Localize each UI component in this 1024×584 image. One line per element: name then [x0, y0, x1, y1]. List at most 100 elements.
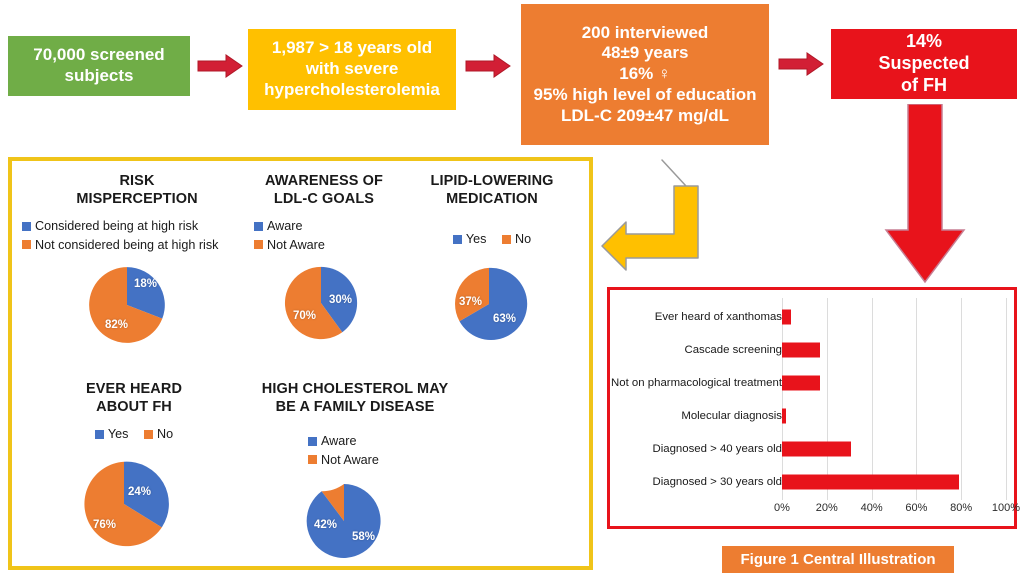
legend-swatch-orange [501, 234, 511, 244]
x-axis-tick-label: 0% [774, 502, 790, 514]
legend-item: Yes [452, 230, 486, 248]
arrow-down-icon [884, 104, 966, 284]
legend-item: Not Aware [254, 236, 404, 254]
pie-legend-awareness-ldlc-goals: Aware Not Aware [244, 217, 404, 254]
gridline [871, 298, 873, 500]
arrow-right-icon-2 [465, 54, 511, 78]
bar-category-label: Molecular diagnosis [681, 410, 782, 422]
pie-card-ever-heard-about-fh: EVER HEARD ABOUT FH Yes No 24% 76% [30, 381, 238, 552]
pie-slice-label: 24% [128, 485, 152, 498]
legend-swatch-blue [452, 234, 462, 244]
pie-svg [89, 267, 165, 343]
legend-item: Not Aware [308, 451, 470, 469]
x-axis-tick-label: 40% [860, 502, 883, 514]
pie-card-lipid-lowering-medication: LIPID-LOWERING MEDICATION Yes No 63% 37% [402, 173, 582, 345]
x-axis-tick-label: 100% [991, 502, 1021, 514]
bar-category-label: Diagnosed > 30 years old [652, 476, 783, 488]
pie-svg [455, 267, 528, 340]
flow-box-severe-line-2: with severe [305, 59, 399, 79]
legend-swatch-blue [254, 221, 263, 231]
flow-box-interviewed: 200 interviewed 48±9 years 16% ♀ 95% hig… [521, 4, 769, 145]
bar-fill [782, 309, 791, 325]
gridline [782, 298, 783, 500]
flow-box-interviewed-line-5: LDL-C 209±47 mg/dL [560, 105, 730, 125]
bar-fill [782, 408, 787, 424]
arrow-right-icon-3 [778, 52, 824, 76]
bar-row: Diagnosed > 30 years old [610, 467, 1014, 497]
pie-slice-label: 37% [459, 295, 483, 308]
flow-box-severe-line-1: 1,987 > 18 years old [271, 38, 433, 58]
pie-card-risk-misperception: RISK MISPERCEPTION Considered being at h… [22, 173, 252, 348]
legend-swatch-orange [22, 239, 31, 249]
pie-svg [306, 483, 381, 558]
flow-box-interviewed-line-3: 16% ♀ [619, 64, 671, 84]
bar-row: Molecular diagnosis [610, 401, 1014, 431]
legend-swatch-blue [308, 436, 317, 446]
flow-box-screened-line-1: 70,000 screened [33, 45, 165, 65]
pie-title-lipid-lowering-medication: LIPID-LOWERING MEDICATION [430, 173, 554, 207]
flow-box-suspected-line-1: 14% [905, 31, 943, 52]
arrow-right-icon-1 [197, 54, 243, 78]
legend-swatch-blue [22, 221, 31, 231]
x-axis-tick-label: 20% [815, 502, 838, 514]
pie-chart-risk-misperception: 18% 82% [84, 262, 170, 348]
pie-title-ever-heard-about-fh: EVER HEARD ABOUT FH [85, 381, 183, 415]
pie-title-risk-misperception: RISK MISPERCEPTION [76, 173, 198, 207]
legend-item: Not considered being at high risk [22, 236, 252, 254]
gridline [916, 298, 918, 500]
pie-legend-ever-heard-about-fh: Yes No [30, 425, 238, 443]
bar-chart-x-axis: 0%20%40%60%80%100% [610, 502, 1020, 516]
gridline [1006, 298, 1007, 500]
flow-box-severe-line-3: hypercholesterolemia [264, 79, 440, 99]
bar-row: Cascade screening [610, 335, 1014, 365]
legend-item: Yes [94, 425, 128, 443]
bent-double-arrow-icon [601, 159, 699, 271]
pie-slice-label: 30% [329, 293, 353, 306]
pie-slice-label: 63% [493, 312, 517, 325]
pie-legend-lipid-lowering-medication: Yes No [402, 230, 582, 248]
pie-title-awareness-ldlc-goals: AWARENESS OF LDL-C GOALS [264, 173, 384, 207]
flow-box-suspected-fh: 14% Suspected of FH [831, 29, 1017, 99]
flow-box-severe-hypercholesterolemia: 1,987 > 18 years old with severe hyperch… [248, 29, 456, 110]
pie-slice-label: 70% [293, 309, 317, 322]
bar-category-label: Not on pharmacological treatment [611, 377, 782, 389]
pie-slice-label: 82% [105, 318, 129, 331]
legend-item: Aware [254, 217, 404, 235]
legend-swatch-orange [254, 239, 263, 249]
pie-legend-risk-misperception: Considered being at high risk Not consid… [22, 217, 252, 254]
bar-category-label: Diagnosed > 40 years old [652, 443, 783, 455]
flow-box-suspected-line-2: Suspected [878, 53, 970, 74]
pie-chart-ever-heard-about-fh: 24% 76% [76, 456, 172, 552]
flow-box-screened: 70,000 screened subjects [8, 36, 190, 96]
bar-category-label: Cascade screening [684, 344, 782, 356]
legend-item: Aware [308, 432, 470, 450]
flow-box-suspected-line-3: of FH [901, 74, 947, 95]
legend-swatch-blue [94, 429, 104, 439]
bar-row: Ever heard of xanthomas [610, 302, 1014, 332]
pie-chart-lipid-lowering-medication: 63% 37% [448, 263, 530, 345]
pie-card-awareness-ldlc-goals: AWARENESS OF LDL-C GOALS Aware Not Aware… [244, 173, 404, 344]
flow-box-interviewed-line-4: 95% high level of education [533, 84, 757, 104]
flow-box-screened-line-2: subjects [64, 66, 134, 85]
bar-fill [782, 474, 959, 490]
pie-chart-high-cholesterol-family-disease: 58% 42% [302, 479, 386, 563]
pie-slice-label: 58% [352, 530, 376, 543]
pie-svg [84, 461, 169, 546]
legend-swatch-orange [143, 429, 153, 439]
pie-chart-awareness-ldlc-goals: 30% 70% [280, 262, 362, 344]
bar-row: Diagnosed > 40 years old [610, 434, 1014, 464]
legend-item: Considered being at high risk [22, 217, 252, 235]
bar-fill [782, 342, 821, 358]
bar-category-label: Ever heard of xanthomas [654, 311, 782, 323]
pie-title-high-cholesterol-family-disease: HIGH CHOLESTEROL MAY BE A FAMILY DISEASE [261, 381, 449, 415]
bar-fill [782, 375, 821, 391]
flow-box-interviewed-line-1: 200 interviewed [581, 22, 709, 42]
pie-slice-label: 76% [93, 518, 117, 531]
gridline [826, 298, 828, 500]
flow-box-interviewed-line-2: 48±9 years [601, 43, 689, 63]
pie-charts-panel: RISK MISPERCEPTION Considered being at h… [8, 157, 593, 570]
bar-fill [782, 441, 852, 457]
